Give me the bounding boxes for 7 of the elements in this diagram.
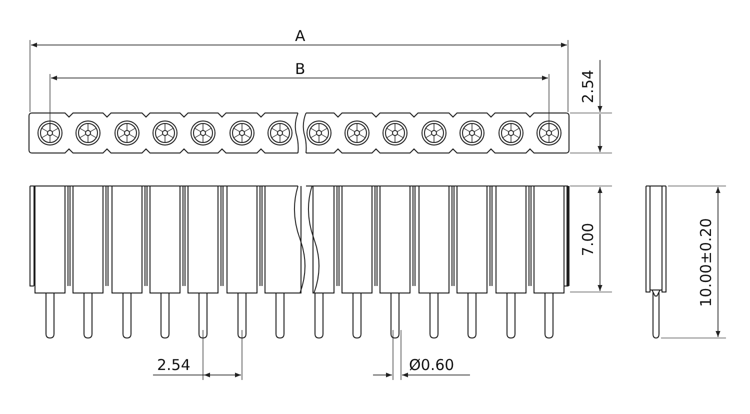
dimension-value: 2.54 — [580, 68, 597, 104]
dimension-letter: B — [294, 60, 306, 78]
dimension-letter: A — [294, 28, 306, 44]
dimension-value: 2.54 — [156, 357, 192, 374]
dimension-value: 7.00 — [580, 221, 597, 257]
dimension-value: Ø0.60 — [408, 357, 456, 374]
dimension-value: 10.00±0.20 — [697, 216, 714, 308]
